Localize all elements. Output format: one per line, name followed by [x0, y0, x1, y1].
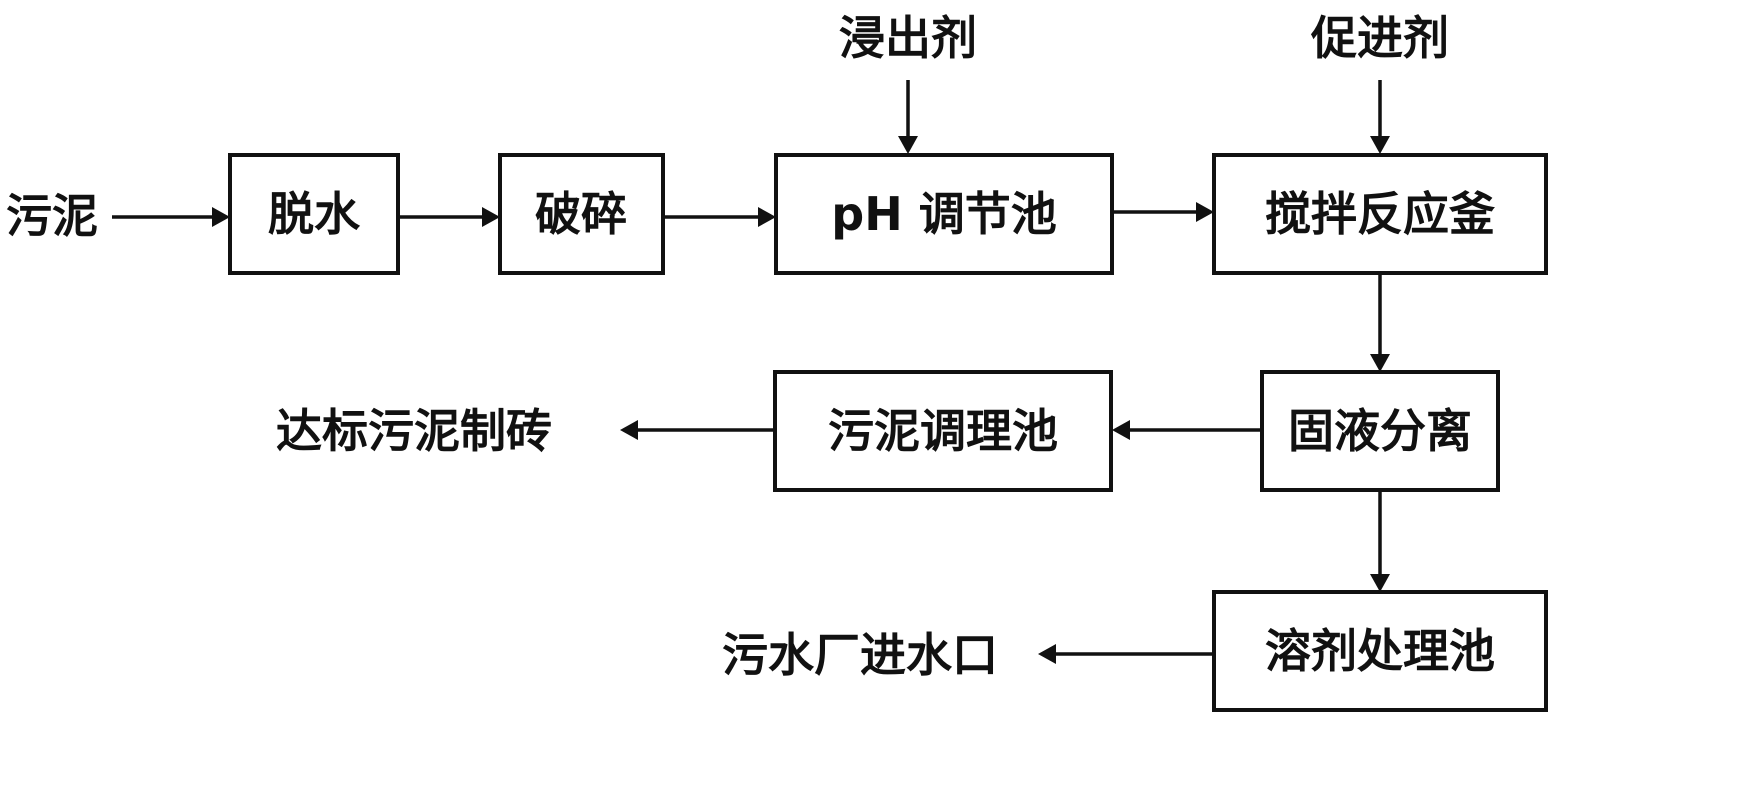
output-bricks-label: 达标污泥制砖 [276, 404, 552, 458]
node-solvent: 溶剂处理池 [1212, 590, 1548, 712]
node-separation: 固液分离 [1260, 370, 1500, 492]
edge-solvent-to-wwtp-inlet [1038, 644, 1214, 664]
node-conditioning: 污泥调理池 [773, 370, 1113, 492]
edge-crush-to-ph-tank [663, 207, 776, 227]
edge-dewater-to-crush [398, 207, 500, 227]
edge-separation-to-conditioning [1112, 420, 1262, 440]
edge-reactor-to-separation [1370, 274, 1390, 372]
edge-promoter-to-reactor [1370, 80, 1390, 154]
edge-sludge-to-dewater [112, 207, 230, 227]
edges [112, 80, 1390, 664]
nodes: 脱水 破碎 pH 调节池 搅拌反应釜 固液分离 污泥调理池 溶剂处理池 [228, 153, 1548, 712]
input-sludge-label: 污泥 [6, 189, 98, 243]
node-solvent-label: 溶剂处理池 [1265, 624, 1495, 678]
output-wwtp-inlet-label: 污水厂进水口 [722, 628, 998, 682]
edge-conditioning-to-bricks [620, 420, 775, 440]
node-ph-tank-label: pH 调节池 [831, 187, 1056, 241]
node-reactor: 搅拌反应釜 [1212, 153, 1548, 275]
input-leaching-agent-label: 浸出剂 [839, 11, 977, 65]
node-crush: 破碎 [498, 153, 665, 275]
node-reactor-label: 搅拌反应釜 [1265, 187, 1495, 241]
node-dewater-label: 脱水 [268, 187, 361, 241]
node-separation-label: 固液分离 [1288, 404, 1472, 458]
input-promoter-label: 促进剂 [1310, 11, 1449, 65]
io-labels: 污泥 浸出剂 促进剂 达标污泥制砖 污水厂进水口 [6, 11, 1449, 682]
node-conditioning-label: 污泥调理池 [828, 404, 1058, 458]
node-ph-tank: pH 调节池 [774, 153, 1114, 275]
node-crush-label: 破碎 [535, 187, 627, 241]
node-dewater: 脱水 [228, 153, 400, 275]
edge-separation-to-solvent [1370, 490, 1390, 592]
edge-ph-tank-to-reactor [1112, 202, 1214, 222]
edge-leaching-agent-to-ph-tank [898, 80, 918, 154]
